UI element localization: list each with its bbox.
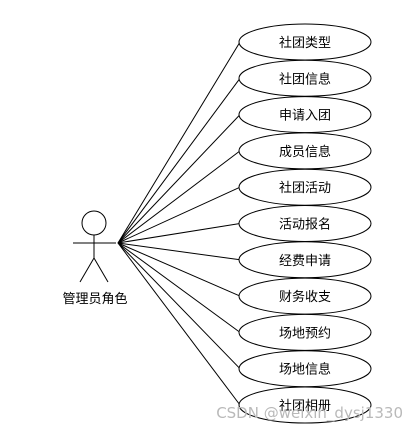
use-case: 社团类型 xyxy=(238,23,372,61)
use-case: 社团活动 xyxy=(238,168,372,206)
use-case: 社团相册 xyxy=(238,386,372,424)
actor-label: 管理员角色 xyxy=(62,291,127,307)
use-case-label: 场地预约 xyxy=(279,326,331,341)
use-case-label: 场地信息 xyxy=(279,362,331,378)
use-case: 活动报名 xyxy=(238,205,372,242)
association-line xyxy=(117,223,241,244)
use-case-group: 社团类型社团信息申请入团成员信息社团活动活动报名经费申请财务收支场地预约场地信息… xyxy=(238,23,372,424)
association-line xyxy=(117,242,241,406)
use-case: 成员信息 xyxy=(238,132,372,170)
use-case-label: 成员信息 xyxy=(279,144,331,160)
use-case-label: 社团相册 xyxy=(279,398,331,414)
use-case-label: 社团信息 xyxy=(279,71,331,87)
association-line xyxy=(117,242,241,370)
actor-head xyxy=(81,210,107,236)
association-line xyxy=(117,78,241,244)
use-case-label: 申请入团 xyxy=(279,109,331,124)
use-case-label: 活动报名 xyxy=(279,217,331,233)
use-case: 申请入团 xyxy=(238,96,372,134)
association-line xyxy=(117,150,241,244)
association-line xyxy=(117,114,241,244)
actor-figure xyxy=(73,210,116,283)
actor-left-leg xyxy=(79,257,95,283)
use-case: 场地预约 xyxy=(238,313,372,351)
use-case-label: 社团类型 xyxy=(279,35,331,51)
use-case: 社团信息 xyxy=(238,59,372,97)
use-case-ellipse xyxy=(238,386,372,424)
association-line xyxy=(117,41,241,244)
watermark: CSDN @weixin_dysj1330 xyxy=(216,404,403,423)
use-case: 场地信息 xyxy=(238,350,372,388)
use-case: 财务收支 xyxy=(238,277,372,315)
use-case-label: 财务收支 xyxy=(279,289,331,305)
association-line xyxy=(117,242,241,261)
actor-right-leg xyxy=(93,257,109,283)
use-case: 经费申请 xyxy=(238,241,372,279)
association-lines xyxy=(117,41,241,406)
association-line xyxy=(117,186,241,244)
use-case-label: 社团活动 xyxy=(279,180,331,196)
association-line xyxy=(117,242,241,297)
use-case-label: 经费申请 xyxy=(279,254,331,269)
association-line xyxy=(117,242,241,333)
